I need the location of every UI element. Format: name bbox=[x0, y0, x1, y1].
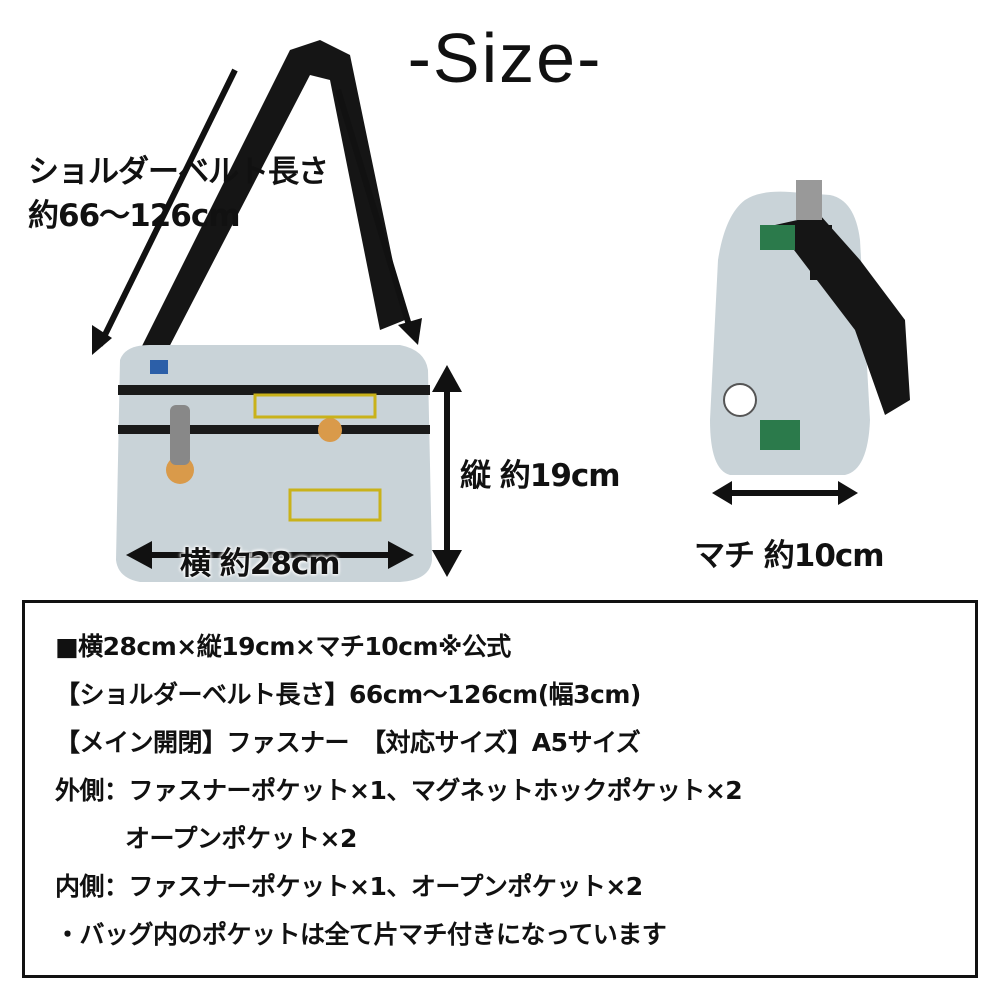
spec-line-dimensions: ■横28cm×縦19cm×マチ10cm※公式 bbox=[55, 632, 511, 661]
strap-length-label-line1: ショルダーベルト長さ bbox=[28, 154, 329, 190]
height-label: 縦 約19cm bbox=[460, 458, 621, 494]
strap-length-label-line2: 約66〜126cm bbox=[28, 198, 241, 234]
spec-box: ■横28cm×縦19cm×マチ10cm※公式 【ショルダーベルト長さ】66cm〜… bbox=[22, 600, 978, 978]
bag-front-view bbox=[116, 345, 432, 582]
strap-length-arrows bbox=[92, 68, 422, 355]
bag-side-view bbox=[710, 180, 910, 475]
depth-label: マチ 約10cm bbox=[694, 538, 885, 574]
spec-line-outer-pockets: 外側：ファスナーポケット×1、マグネットホックポケット×2 bbox=[55, 776, 743, 805]
strap-length-label: ショルダーベルト長さ 約66〜126cm bbox=[28, 150, 329, 238]
width-arrow bbox=[126, 541, 414, 569]
spec-line-inner-pockets: 内側：ファスナーポケット×1、オープンポケット×2 bbox=[55, 872, 643, 901]
spec-line-outer-pockets-cont: オープンポケット×2 bbox=[125, 824, 357, 853]
spec-line-note: ・バッグ内のポケットは全て片マチ付きになっています bbox=[55, 920, 667, 949]
spec-line-closure: 【メイン開閉】ファスナー 【対応サイズ】A5サイズ bbox=[55, 728, 641, 757]
spec-line-strap: 【ショルダーベルト長さ】66cm〜126cm(幅3cm) bbox=[55, 680, 641, 709]
height-arrow bbox=[432, 365, 462, 577]
shoulder-strap bbox=[140, 40, 405, 355]
width-label: 横 約28cm bbox=[180, 546, 341, 582]
depth-arrow bbox=[712, 481, 858, 505]
page-title: -Size- bbox=[407, 19, 603, 97]
